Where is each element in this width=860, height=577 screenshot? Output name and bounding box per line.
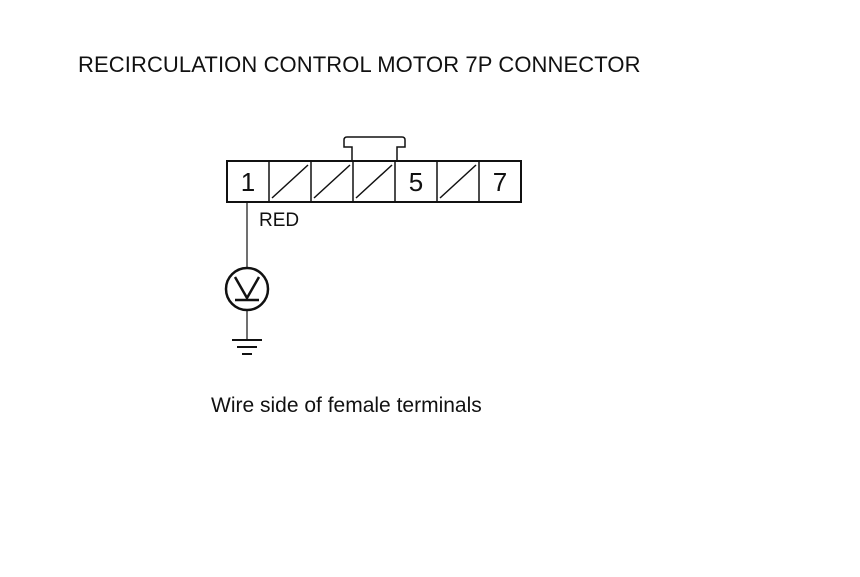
ground-icon [232, 339, 262, 355]
empty-cavity-6 [439, 164, 477, 199]
pin-5-label: 5 [409, 167, 423, 197]
diagram-title: RECIRCULATION CONTROL MOTOR 7P CONNECTOR [78, 52, 641, 77]
cavity-dividers [268, 161, 480, 202]
view-caption: Wire side of female terminals [211, 394, 482, 417]
connector-housing [226, 160, 522, 203]
voltmeter-icon [224, 266, 270, 312]
empty-cavity-marks [271, 164, 477, 199]
empty-cavity-4 [355, 164, 393, 199]
empty-cavity-2 [271, 164, 309, 199]
empty-cavity-3 [313, 164, 351, 199]
pin-1-label: 1 [241, 167, 255, 197]
pin-7-label: 7 [493, 167, 507, 197]
wire-color-label: RED [259, 210, 300, 231]
connector-lock-tab [343, 136, 406, 161]
